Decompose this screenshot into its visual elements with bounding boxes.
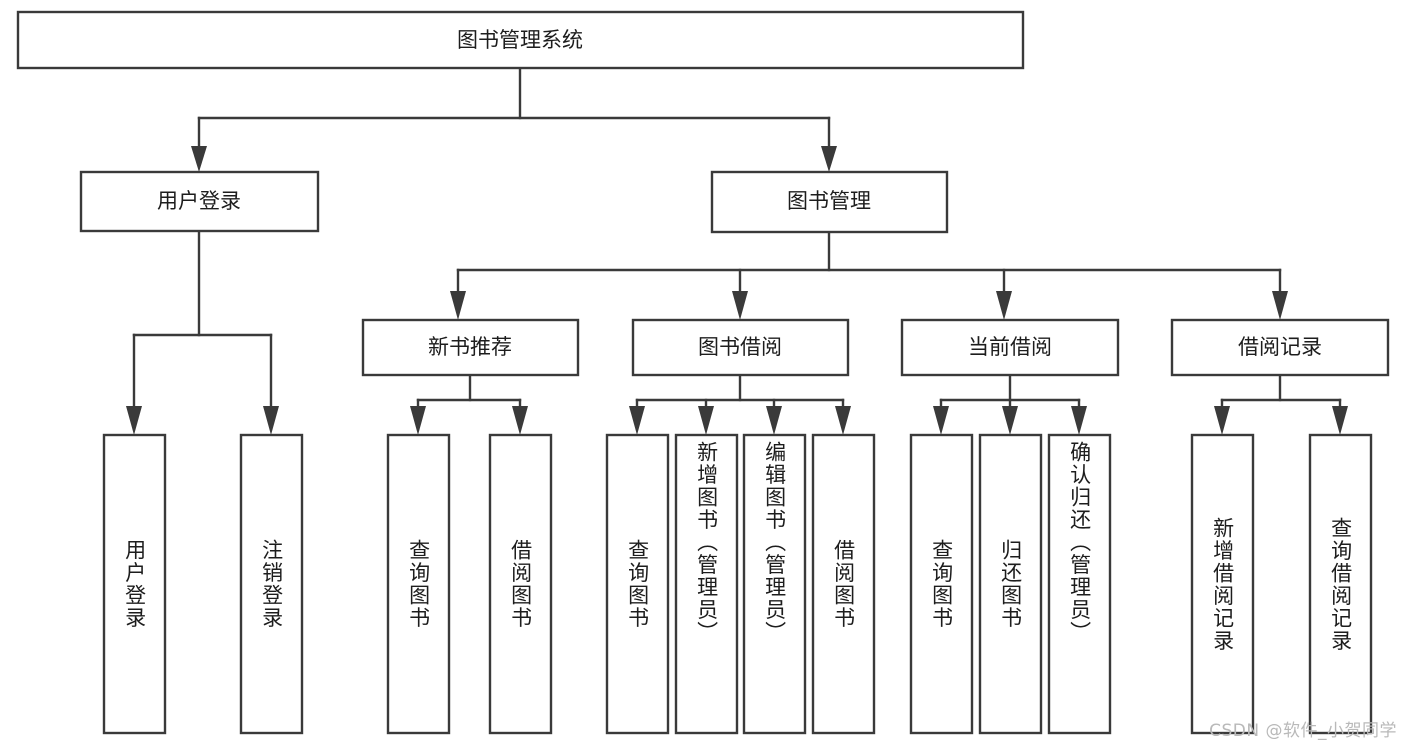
leaf-book-borrow-2[interactable]	[742, 433, 807, 735]
node-current-borrow[interactable]	[900, 318, 1120, 377]
arrow-head-bb-leaf-3	[766, 406, 782, 435]
node-new-book-recommend-label: 新书推荐	[428, 335, 512, 359]
arrow-head-book-manage	[821, 146, 837, 172]
node-borrow-record-label: 借阅记录	[1238, 335, 1322, 359]
leaf-user-login-1[interactable]	[239, 433, 304, 735]
leaf-book-borrow-1[interactable]	[674, 433, 739, 735]
leaf-current-borrow-1[interactable]	[978, 433, 1043, 735]
node-new-book-recommend[interactable]	[361, 318, 580, 377]
arrow-head-bb-leaf-4	[835, 406, 851, 435]
leaf-book-borrow-0[interactable]	[605, 433, 670, 735]
arrow-head-bb-leaf-1	[629, 406, 645, 435]
node-book-manage[interactable]	[710, 170, 949, 234]
leaf-current-borrow-2[interactable]	[1047, 433, 1112, 735]
leaf-user-login-0[interactable]	[102, 433, 167, 735]
node-book-manage-label: 图书管理	[787, 189, 871, 213]
leaf-borrow-record-0[interactable]	[1190, 433, 1255, 735]
leaf-new-book-0[interactable]	[386, 433, 451, 735]
leaf-new-book-1[interactable]	[488, 433, 553, 735]
arrow-head-bb-leaf-2	[698, 406, 714, 435]
arrow-head-book-borrow	[732, 291, 748, 320]
arrow-head-new-book	[450, 291, 466, 320]
node-user-login[interactable]	[79, 170, 320, 233]
leaf-current-borrow-0[interactable]	[909, 433, 974, 735]
arrow-head-cb-leaf-2	[1002, 406, 1018, 435]
arrow-head-br-leaf-1	[1214, 406, 1230, 435]
csdn-watermark: CSDN @软件_小贺同学	[1209, 721, 1397, 741]
arrow-head-cb-leaf-3	[1071, 406, 1087, 435]
leaf-borrow-record-1[interactable]	[1308, 433, 1373, 735]
node-root-label: 图书管理系统	[457, 28, 583, 52]
node-root[interactable]	[16, 10, 1025, 70]
leaf-book-borrow-3[interactable]	[811, 433, 876, 735]
node-user-login-label: 用户登录	[157, 189, 241, 213]
node-current-borrow-label: 当前借阅	[968, 335, 1052, 359]
arrow-head-cb-leaf-1	[933, 406, 949, 435]
connector-layer	[126, 66, 1348, 435]
node-label-layer: 图书管理系统 用户登录 图书管理 新书推荐 图书借阅 当前借阅 借阅记录	[157, 28, 1322, 359]
node-book-borrow-label: 图书借阅	[698, 335, 782, 359]
arrow-head-leaf-logout	[263, 406, 279, 435]
arrow-head-leaf-user-login	[126, 406, 142, 435]
arrow-head-borrow-record	[1272, 291, 1288, 320]
node-box-layer	[16, 10, 1390, 735]
node-borrow-record[interactable]	[1170, 318, 1390, 377]
arrow-head-nb-leaf-2	[512, 406, 528, 435]
arrow-head-br-leaf-2	[1332, 406, 1348, 435]
arrow-head-nb-leaf-1	[410, 406, 426, 435]
arrow-head-user-login	[191, 146, 207, 172]
node-book-borrow[interactable]	[631, 318, 850, 377]
arrow-head-current-borrow	[996, 291, 1012, 320]
